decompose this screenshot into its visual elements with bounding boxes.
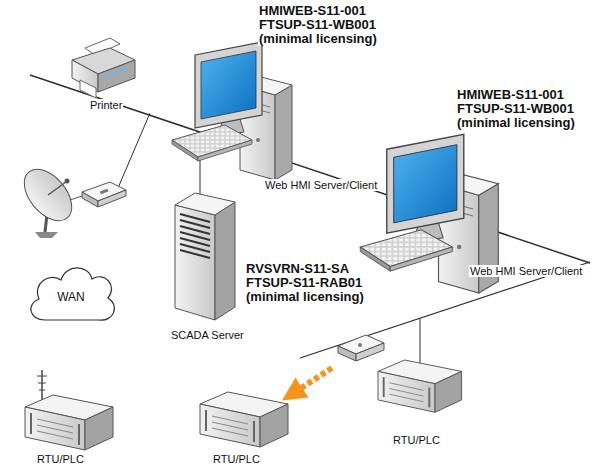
wireless-link-arrow xyxy=(292,368,332,394)
rtu-plc-node: RTU/PLC xyxy=(375,352,470,446)
license-callout: RVSVRN-S11-SA xyxy=(245,262,350,276)
network-bus xyxy=(118,113,150,188)
device-label: RTU/PLC xyxy=(36,453,85,465)
satellite-dish-icon xyxy=(65,179,70,184)
rtu-plc-icon xyxy=(25,395,113,450)
license-callout: HMIWEB-S11-001 xyxy=(258,4,367,18)
rtu-plc-icon xyxy=(200,392,288,447)
network-bus xyxy=(30,75,590,365)
printer-icon xyxy=(98,60,135,92)
printer-node: Printer xyxy=(65,34,145,114)
license-callout: HMIWEB-S11-001 xyxy=(456,88,565,102)
license-callout: FTSUP-S11-RAB01 xyxy=(245,276,363,290)
printer-icon xyxy=(105,68,128,76)
cloud-label: WAN xyxy=(57,291,85,304)
printer-icon xyxy=(72,38,135,98)
license-callout: (minimal licensing) xyxy=(258,32,378,46)
satellite-dish-icon xyxy=(48,182,66,195)
license-callout: (minimal licensing) xyxy=(245,290,365,304)
license-callout: FTSUP-S11-WB001 xyxy=(456,102,575,116)
license-callout: FTSUP-S11-WB001 xyxy=(258,18,377,32)
modem-icon xyxy=(82,192,98,207)
device-label: Web HMI Server/Client xyxy=(469,265,583,277)
server-icon xyxy=(180,250,210,258)
wireless-adapter-icon xyxy=(358,343,362,347)
rtu-antenna xyxy=(39,390,45,391)
rtu-antenna xyxy=(37,376,47,377)
device-label: RTU/PLC xyxy=(212,453,261,465)
hmi-web-node: HMIWEB-S11-001FTSUP-S11-WB001(minimal li… xyxy=(165,0,395,196)
scada-server-node: RVSVRN-S11-SAFTSUP-S11-RAB01(minimal lic… xyxy=(165,190,370,342)
satellite-dish-icon xyxy=(35,232,58,238)
rtu-plc-icon xyxy=(378,360,462,412)
satellite-dish-icon xyxy=(15,160,82,238)
rtu-plc-node: RTU/PLC xyxy=(195,388,295,466)
hmi-web-node: HMIWEB-S11-001FTSUP-S11-WB001(minimal li… xyxy=(355,86,600,278)
network-bus xyxy=(30,75,590,263)
modem-icon xyxy=(100,189,109,195)
printer-icon xyxy=(80,80,96,98)
device-label: Printer xyxy=(89,99,123,111)
wireless-link-arrow xyxy=(292,368,332,394)
server-icon xyxy=(175,193,235,320)
server-icon xyxy=(215,202,235,320)
wireless-adapter-icon xyxy=(338,346,356,361)
wireless-adapter-icon xyxy=(356,343,384,361)
server-icon xyxy=(175,205,215,320)
computer-icon xyxy=(172,42,292,180)
rtu-plc-node: RTU/PLC xyxy=(20,366,120,466)
cloud-outline xyxy=(31,268,115,320)
rtu-antenna xyxy=(38,383,46,384)
rtu-antenna xyxy=(41,370,43,402)
modem-icon xyxy=(82,182,126,207)
server-icon xyxy=(175,193,235,215)
wireless-adapter-icon xyxy=(338,335,384,361)
rtu-antenna xyxy=(37,370,47,402)
device-label: RTU/PLC xyxy=(392,434,441,446)
satellite-dish-icon xyxy=(15,160,81,229)
license-callout: (minimal licensing) xyxy=(456,116,576,130)
satellite-dish-icon xyxy=(70,196,82,200)
network-bus xyxy=(420,318,421,365)
device-label: Web HMI Server/Client xyxy=(264,179,378,191)
wan-cloud: WAN xyxy=(25,258,117,330)
device-label: SCADA Server xyxy=(170,329,245,341)
